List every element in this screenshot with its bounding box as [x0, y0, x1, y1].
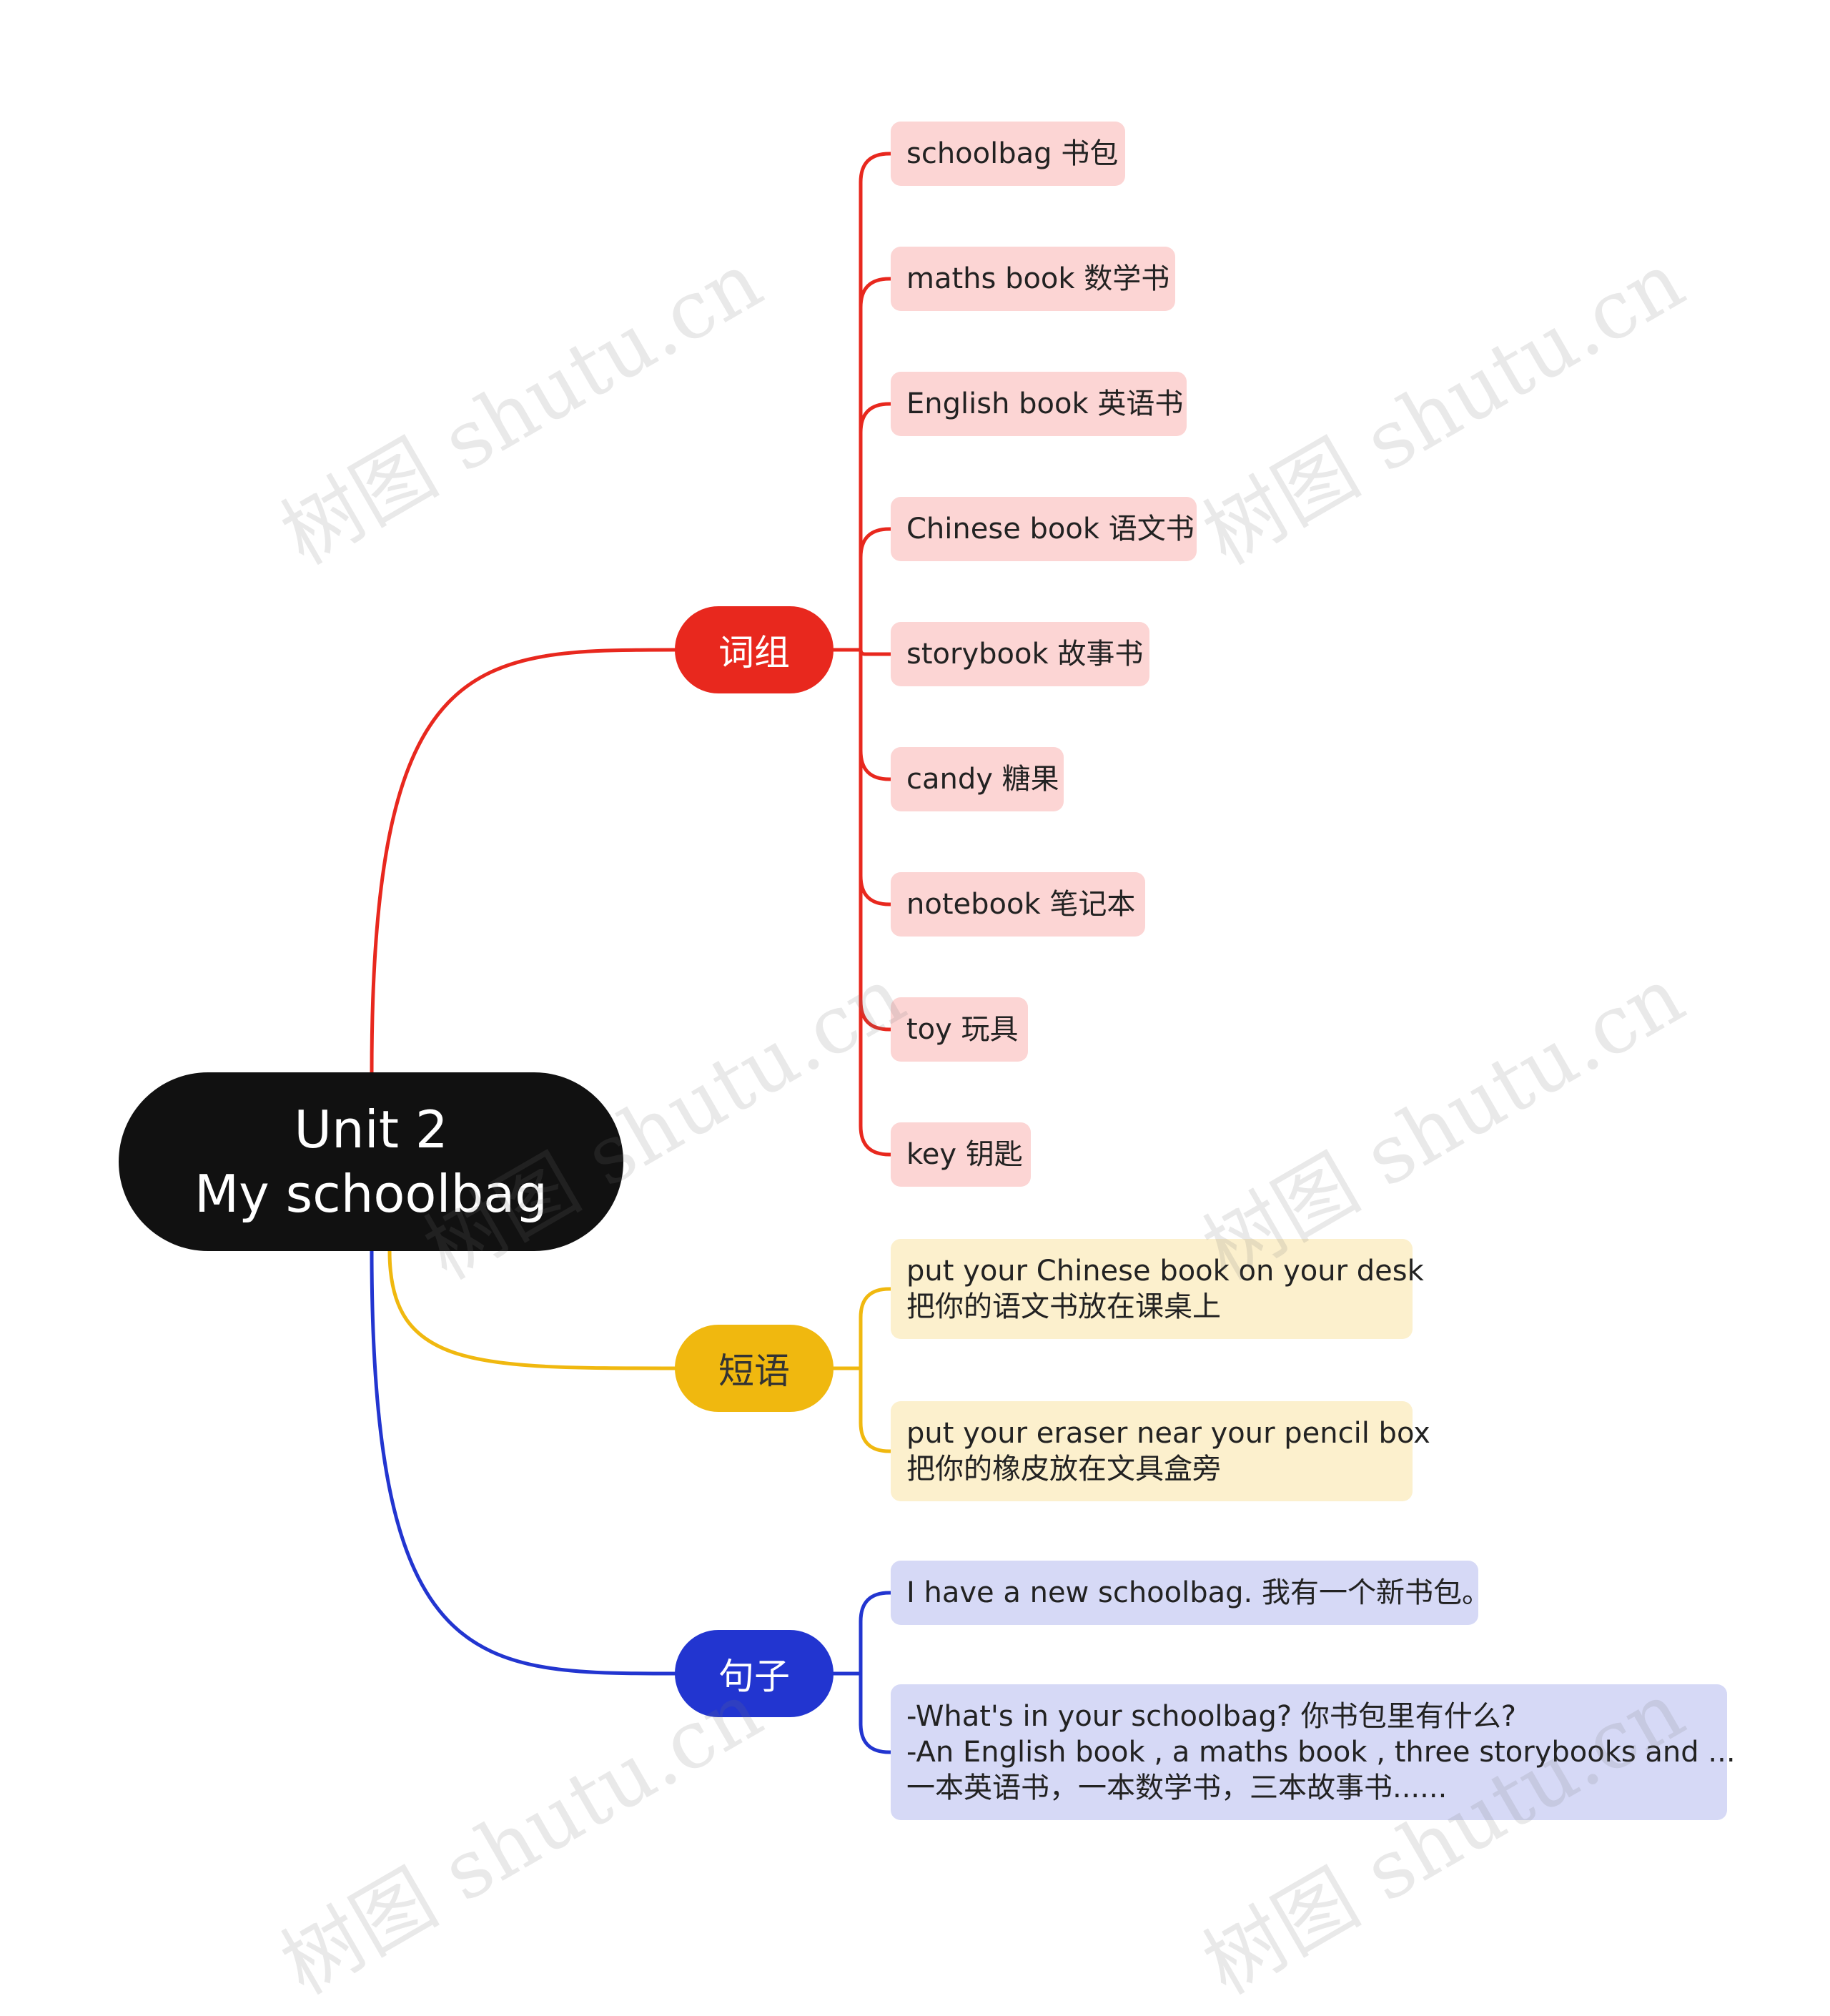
branch-node-0[interactable]: 词组 [675, 606, 834, 693]
leaf-node[interactable]: Chinese book 语文书 [891, 497, 1197, 561]
leaf-node[interactable]: notebook 笔记本 [891, 872, 1145, 937]
leaf-connector [859, 152, 893, 652]
branch-connector-2 [370, 1249, 677, 1676]
leaf-text-line: Chinese book 语文书 [906, 513, 1195, 545]
leaf-text-line: candy 糖果 [906, 763, 1059, 796]
leaf-connector [859, 648, 893, 1157]
leaf-text-line: storybook 故事书 [906, 638, 1144, 671]
leaf-text-line: maths book 数学书 [906, 262, 1170, 295]
leaf-text-line: schoolbag 书包 [906, 137, 1119, 170]
leaf-node[interactable]: storybook 故事书 [891, 622, 1149, 686]
leaf-text-line: 把你的橡皮放在文具盒旁 [906, 1453, 1221, 1486]
leaf-connector [859, 277, 893, 652]
root-node[interactable]: Unit 2 My schoolbag [119, 1072, 623, 1251]
root-title-line1: Unit 2 [294, 1100, 448, 1160]
leaf-text-line: toy 玩具 [906, 1013, 1019, 1046]
leaf-node[interactable]: toy 玩具 [891, 997, 1028, 1062]
leaf-text-line: -An English book , a maths book , three … [906, 1736, 1736, 1769]
leaf-node[interactable]: schoolbag 书包 [891, 122, 1125, 186]
leaf-node[interactable]: I have a new schoolbag. 我有一个新书包。 [891, 1561, 1490, 1625]
leaf-connector [859, 1366, 893, 1453]
leaf-connector [859, 527, 893, 652]
leaf-node[interactable]: -What's in your schoolbag? 你书包里有什么?-An E… [891, 1684, 1736, 1820]
leaf-text-line: put your Chinese book on your desk [906, 1255, 1424, 1288]
leaf-text-line: key 钥匙 [906, 1138, 1023, 1171]
root-title-line2: My schoolbag [194, 1164, 548, 1224]
branch-node-2[interactable]: 句子 [675, 1630, 834, 1717]
leaf-connector [859, 1591, 893, 1676]
leaf-node[interactable]: maths book 数学书 [891, 247, 1175, 311]
leaf-connector [859, 648, 893, 656]
leaf-text-line: 一本英语书，一本数学书，三本故事书...... [906, 1772, 1448, 1804]
leaf-connector [859, 648, 893, 1032]
leaf-text-line: I have a new schoolbag. 我有一个新书包。 [906, 1576, 1490, 1609]
leaf-connector [859, 1671, 893, 1754]
leaf-connector [859, 1287, 893, 1370]
leaf-text-line: English book 英语书 [906, 387, 1184, 420]
leaf-connector [859, 648, 893, 781]
leaf-connector [859, 402, 893, 652]
branch-node-1[interactable]: 短语 [675, 1325, 834, 1412]
branch-connector-1 [387, 1249, 677, 1370]
leaf-node[interactable]: English book 英语书 [891, 372, 1187, 436]
leaf-text-line: notebook 笔记本 [906, 888, 1136, 921]
leaf-node[interactable]: key 钥匙 [891, 1122, 1031, 1187]
leaf-text-line: put your eraser near your pencil box [906, 1417, 1430, 1450]
leaf-text-line: 把你的语文书放在课桌上 [906, 1290, 1221, 1323]
branch-connector-0 [370, 648, 677, 1074]
connector-lines [370, 152, 893, 1754]
leaf-text-line: -What's in your schoolbag? 你书包里有什么? [906, 1700, 1517, 1733]
leaf-node[interactable]: candy 糖果 [891, 747, 1064, 811]
